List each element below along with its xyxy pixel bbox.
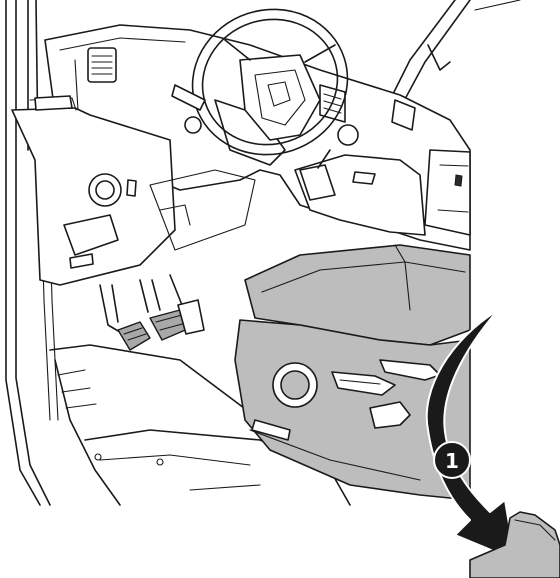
callout-badge: 1 <box>434 442 470 478</box>
pedals <box>100 275 204 350</box>
windshield-pillar <box>385 0 520 112</box>
air-vent-left <box>88 48 116 82</box>
console-switch <box>353 172 375 184</box>
callout-number: 1 <box>445 449 459 473</box>
clutch-pedal <box>118 322 150 350</box>
gear-knob <box>338 125 358 145</box>
